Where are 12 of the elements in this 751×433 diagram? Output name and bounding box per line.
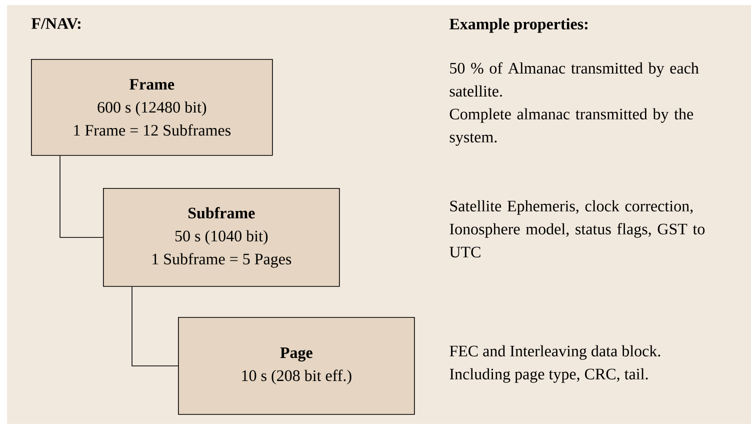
level-box: Frame 600 s (12480 bit) 1 Frame = 12 Subframes <box>31 59 273 156</box>
property-text: Satellite Ephemeris, clock correction, Ionosphere model, status flags, GST to UTC <box>450 200 705 258</box>
property-text: FEC and Interleaving data block. <box>450 345 660 360</box>
level-box: Page 10 s (208 bit eff.) <box>178 317 415 415</box>
heading: Example properties: <box>449 18 588 33</box>
heading: F/NAV: <box>31 18 80 29</box>
connector-line <box>60 155 104 238</box>
property-text: 50 % of Almanac transmitted by each satellite. <box>450 62 699 97</box>
property-text: Complete almanac transmitted by the system. <box>450 108 694 146</box>
connector-line <box>132 286 178 366</box>
property-text: Including page type, CRC, tail. <box>450 368 648 383</box>
level-box: Subframe 50 s (1040 bit) 1 Subframe = 5 Pages <box>103 188 340 287</box>
